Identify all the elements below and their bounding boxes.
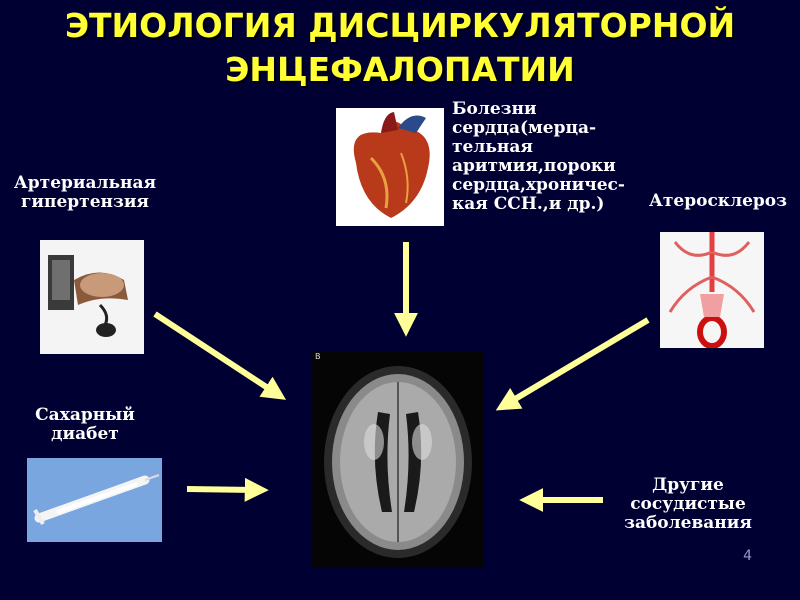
heart-line-2: сердца(мерца-	[452, 118, 597, 138]
atherosclerosis-line-1: Атеросклероз	[649, 191, 787, 211]
heart-image	[336, 108, 444, 226]
other-vascular-label: Другие сосудистые заболевания	[608, 476, 768, 533]
heart-line-4: аритмия,пороки	[452, 156, 616, 176]
heart-line-6: кая ССН.,и др.)	[452, 194, 605, 214]
title-line-2: ЭНЦЕФАЛОПАТИИ	[225, 50, 575, 89]
vascular-line-2: сосудистые	[630, 494, 746, 514]
slide-number: 4	[743, 548, 752, 564]
heart-disease-label: Болезни сердца(мерца- тельная аритмия,по…	[452, 100, 642, 214]
blood-pressure-monitor-image	[40, 240, 144, 354]
mri-letter: B	[315, 352, 321, 361]
diabetes-label: Сахарный диабет	[20, 406, 150, 444]
title-line-1: ЭТИОЛОГИЯ ДИСЦИРКУЛЯТОРНОЙ	[64, 6, 736, 45]
atherosclerosis-label: Атеросклероз	[638, 192, 798, 211]
arrow-hypertension	[153, 311, 287, 400]
heart-line-5: сердца,хроничес-	[452, 175, 625, 195]
diabetes-line-2: диабет	[51, 424, 119, 444]
brain-mri-image: B	[312, 352, 484, 568]
diabetes-line-1: Сахарный	[35, 405, 135, 425]
heart-line-3: тельная	[452, 137, 533, 157]
hypertension-label: Артериальная гипертензия	[10, 174, 160, 212]
vascular-line-3: заболевания	[624, 513, 752, 533]
vascular-line-1: Другие	[652, 475, 724, 495]
arrow-diabetes	[186, 477, 269, 502]
hypertension-line-1: Артериальная	[13, 173, 157, 193]
slide-title: ЭТИОЛОГИЯ ДИСЦИРКУЛЯТОРНОЙ ЭНЦЕФАЛОПАТИИ	[0, 4, 800, 92]
hypertension-line-2: гипертензия	[21, 192, 149, 212]
heart-line-1: Болезни	[452, 99, 537, 119]
syringe-image	[27, 458, 162, 542]
artery-image	[660, 232, 764, 348]
arrow-atherosclerosis	[495, 317, 650, 411]
